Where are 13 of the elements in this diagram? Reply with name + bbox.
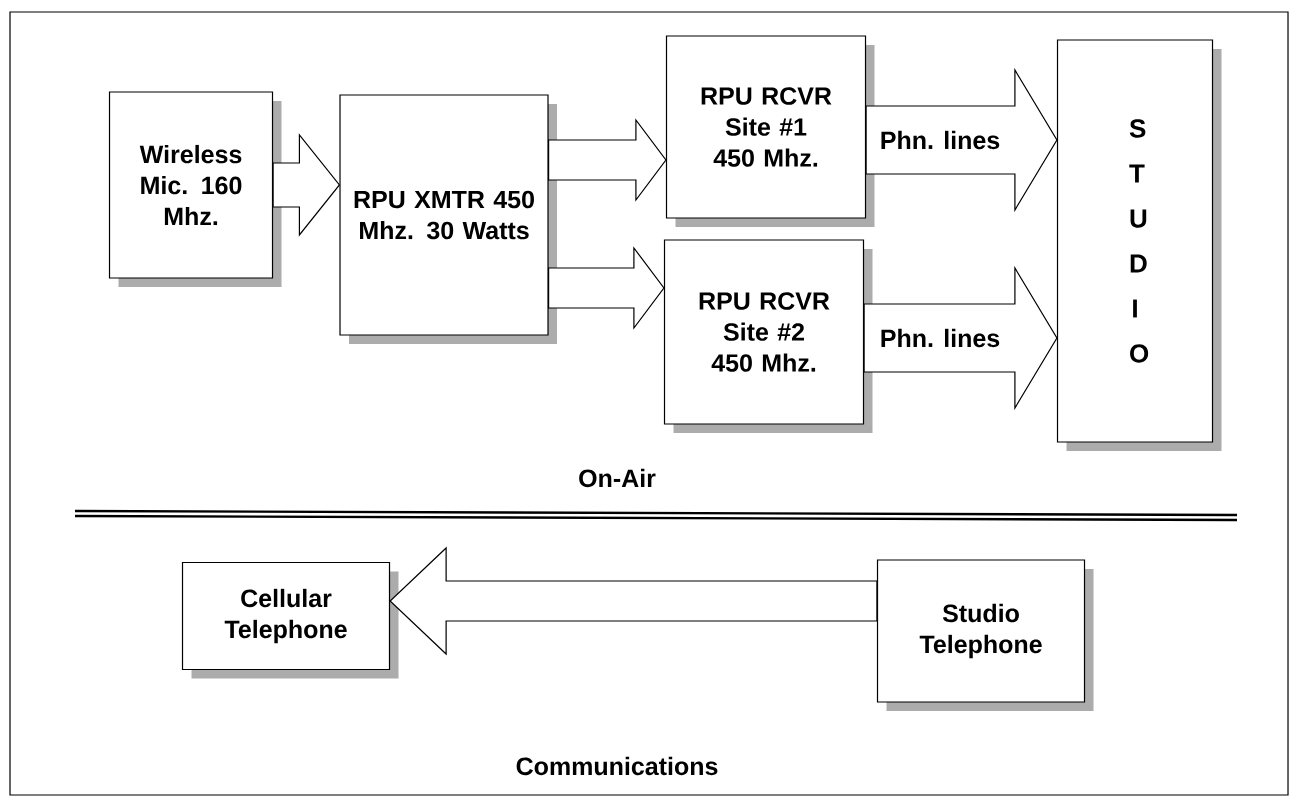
block-arrow	[548, 246, 665, 330]
process-box: Wireless Mic. 160 Mhz.	[108, 91, 282, 287]
process-box: RPU XMTR 450 Mhz. 30 Watts	[339, 94, 557, 344]
process-box: Studio Telephone	[876, 559, 1094, 711]
process-box: RPU RCVR Site #2 450 Mhz.	[663, 239, 873, 433]
block-arrow	[548, 118, 667, 202]
section-label: Communications	[516, 756, 718, 776]
process-box: RPU RCVR Site #1 450 Mhz.	[665, 35, 875, 227]
block-arrow	[389, 546, 878, 656]
block-arrow	[272, 133, 341, 237]
section-label: On-Air	[579, 468, 656, 488]
process-box: Cellular Telephone	[181, 561, 399, 679]
process-box: S T U D I O	[1056, 39, 1222, 451]
